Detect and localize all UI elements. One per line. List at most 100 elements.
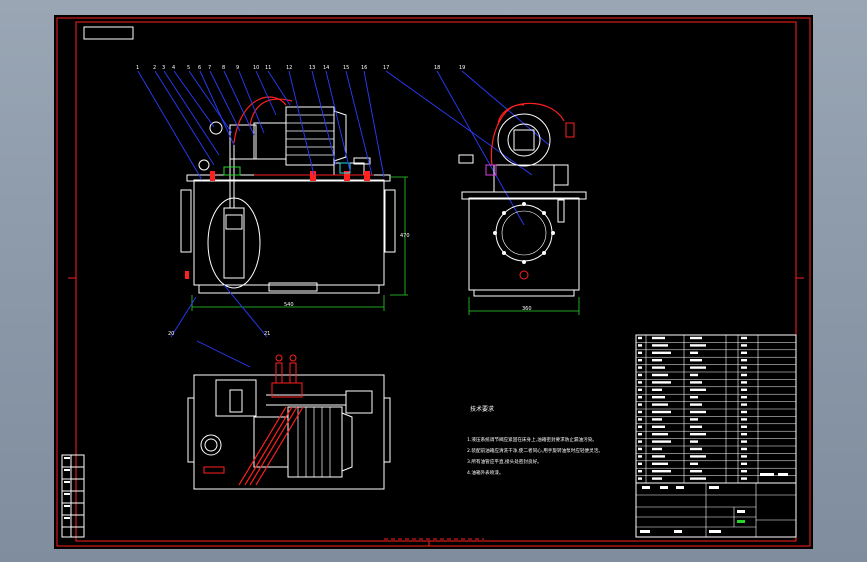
inner-frame bbox=[75, 21, 797, 542]
parts-row-mark bbox=[690, 470, 702, 473]
label-4: 4 bbox=[172, 65, 175, 71]
parts-row-mark bbox=[652, 336, 665, 340]
tech-note-1: 1.液压系统调节阀应紧固在床身上,油箱密封要求防止漏油污染。 bbox=[467, 436, 597, 443]
label-20: 20 bbox=[168, 331, 174, 337]
parts-row-mark bbox=[638, 359, 642, 362]
parts-row-mark bbox=[638, 433, 642, 436]
parts-row-mark bbox=[652, 344, 668, 347]
tech-note-3: 3.所有油管应平直,接头处密封良好。 bbox=[467, 458, 542, 465]
parts-row-mark bbox=[652, 433, 668, 436]
parts-row-mark bbox=[690, 462, 698, 465]
parts-row-mark bbox=[638, 440, 642, 443]
parts-row-mark bbox=[652, 359, 662, 362]
parts-row-mark bbox=[690, 344, 706, 347]
top-tank-outline bbox=[193, 374, 385, 490]
parts-row-mark bbox=[638, 425, 642, 428]
parts-row-mark bbox=[652, 470, 671, 473]
parts-row-mark bbox=[652, 351, 671, 354]
title-block[interactable] bbox=[635, 473, 797, 538]
label-19: 19 bbox=[459, 65, 465, 71]
side-tank-body bbox=[468, 197, 580, 291]
label-9: 9 bbox=[236, 65, 239, 71]
label-7: 7 bbox=[208, 65, 211, 71]
parts-row-mark bbox=[690, 359, 702, 362]
parts-row-mark bbox=[690, 425, 702, 428]
front-view[interactable]: 540 470 bbox=[180, 96, 410, 311]
parts-row-mark bbox=[741, 336, 747, 340]
parts-row-mark bbox=[741, 455, 747, 458]
parts-row-mark bbox=[690, 440, 698, 443]
top-filler-cap bbox=[200, 434, 222, 456]
parts-row-mark bbox=[741, 366, 747, 369]
parts-row-mark bbox=[638, 396, 642, 399]
parts-row-mark bbox=[652, 455, 665, 458]
technical-requirements: 技术要求 1.液压系统调节阀应紧固在床身上,油箱密封要求防止漏油污染。 2.装配… bbox=[467, 405, 603, 476]
label-2: 2 bbox=[153, 65, 156, 71]
leader-number-row: 1 2 3 4 5 6 7 8 9 10 11 12 13 14 15 16 1… bbox=[136, 65, 465, 337]
tank-base bbox=[198, 284, 380, 294]
parts-row-mark bbox=[638, 344, 642, 347]
air-breather bbox=[198, 159, 210, 171]
parts-row-mark bbox=[690, 351, 698, 354]
parts-row-mark bbox=[690, 447, 702, 451]
parts-row-mark bbox=[741, 359, 747, 362]
parts-row-mark bbox=[690, 403, 702, 406]
parts-row-mark bbox=[690, 388, 706, 391]
parts-row-mark bbox=[690, 410, 706, 414]
parts-row-mark bbox=[741, 462, 747, 465]
motor-fan-cover bbox=[333, 110, 347, 162]
parts-row-mark bbox=[741, 344, 747, 347]
pressure-gauge bbox=[209, 121, 223, 135]
top-terminal-box bbox=[345, 390, 373, 414]
drawing-viewport[interactable]: 540 470 bbox=[54, 15, 813, 549]
level-gauge bbox=[557, 199, 565, 223]
revision-strip bbox=[61, 454, 85, 538]
pipe-red-1 bbox=[233, 96, 287, 144]
parts-row-mark bbox=[690, 433, 706, 436]
parts-row-mark bbox=[741, 418, 747, 421]
drawing-canvas[interactable]: 540 470 bbox=[54, 15, 813, 549]
parts-row-mark bbox=[741, 373, 747, 377]
tank-handle-left bbox=[180, 189, 192, 253]
parts-row-mark bbox=[638, 410, 642, 414]
parts-row-mark bbox=[652, 403, 668, 406]
top-pipe-1 bbox=[238, 406, 287, 486]
parts-row-mark bbox=[652, 440, 671, 443]
tech-title: 技术要求 bbox=[470, 405, 494, 413]
label-8: 8 bbox=[222, 65, 225, 71]
parts-row-mark bbox=[652, 410, 671, 414]
parts-row-mark bbox=[690, 418, 698, 421]
parts-row-mark bbox=[741, 388, 747, 391]
parts-row-mark bbox=[638, 373, 642, 377]
parts-row-mark bbox=[690, 396, 698, 399]
label-16: 16 bbox=[361, 65, 367, 71]
frame-ticks bbox=[68, 277, 804, 546]
parts-row-mark bbox=[652, 425, 665, 428]
label-6: 6 bbox=[198, 65, 201, 71]
parts-row-mark bbox=[741, 396, 747, 399]
parts-row-mark bbox=[652, 447, 662, 451]
pump-bell bbox=[253, 122, 287, 160]
label-17: 17 bbox=[383, 65, 389, 71]
parts-row-mark bbox=[652, 396, 665, 399]
front-height-dim: 470 bbox=[400, 233, 410, 239]
label-3: 3 bbox=[162, 65, 165, 71]
parts-row-mark bbox=[638, 336, 642, 340]
side-motor-end bbox=[497, 113, 551, 167]
parts-row-mark bbox=[652, 388, 662, 391]
parts-row-mark bbox=[690, 477, 706, 480]
tech-note-4: 4.油箱外表喷漆。 bbox=[467, 469, 504, 476]
parts-row-mark bbox=[741, 440, 747, 443]
parts-row-mark bbox=[652, 477, 662, 480]
parts-row-mark bbox=[690, 366, 706, 369]
top-view[interactable] bbox=[187, 354, 391, 490]
top-valve-2 bbox=[289, 362, 297, 384]
parts-row-mark bbox=[741, 381, 747, 384]
top-valve-1 bbox=[275, 362, 283, 384]
side-view[interactable]: 360 bbox=[458, 102, 587, 315]
label-5: 5 bbox=[187, 65, 190, 71]
parts-list[interactable] bbox=[635, 334, 797, 484]
tech-note-2: 2.装配前油箱应清洗干净,使二者同心,用手旋转油泵时应轻便灵活。 bbox=[467, 447, 603, 454]
label-12: 12 bbox=[286, 65, 292, 71]
drain-plug bbox=[519, 270, 529, 280]
